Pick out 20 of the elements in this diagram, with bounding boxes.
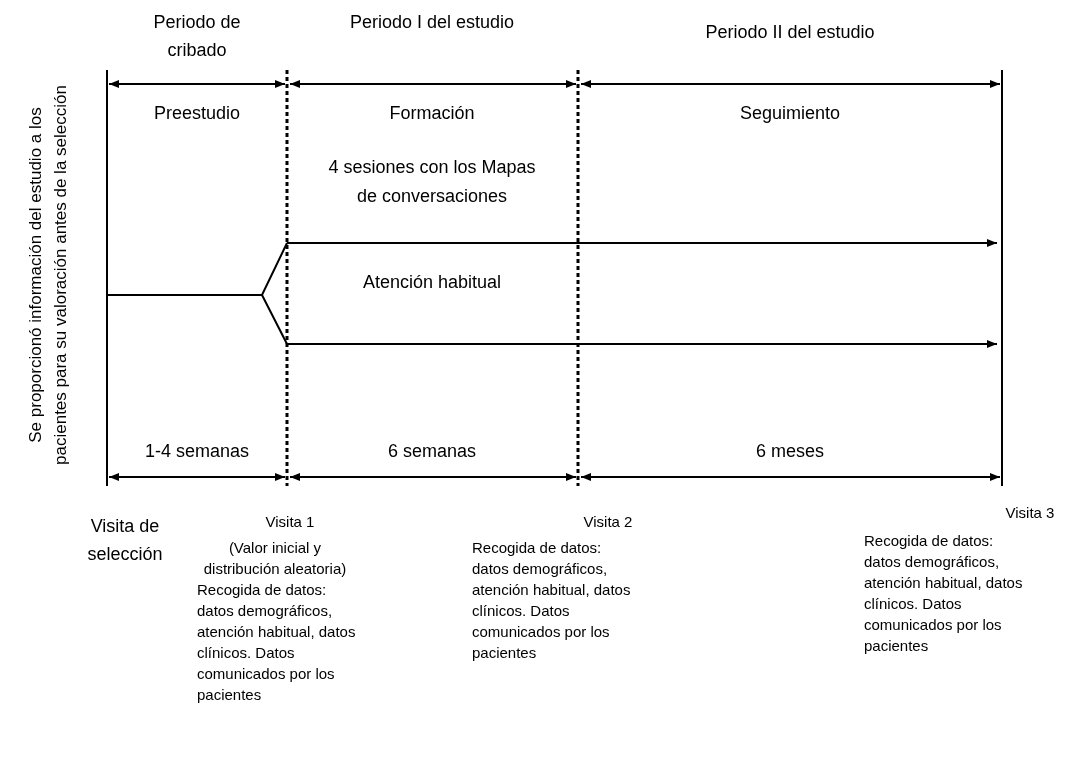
visit-label: Visita 3: [1004, 503, 1056, 523]
arm-label: 4 sesiones con los Mapas de conversaciones: [327, 156, 537, 208]
vertical-note: Se proporcionó información del estudio a los pacientes para su valoración antes de la selección: [25, 84, 71, 467]
visit-note: (Valor inicial y distribución aleatoria): [202, 538, 348, 579]
duration-label: 6 meses: [755, 440, 825, 463]
data-collection-note: Recogida de datos: datos demográficos, atención habitual, datos clínicos. Datos comunicados por los pacientes: [472, 538, 632, 663]
visit-label: Visita 1: [264, 512, 316, 532]
period-heading: Periodo II del estudio: [704, 21, 876, 44]
period-heading: Periodo I del estudio: [348, 11, 516, 34]
visit-label: Visita 2: [582, 512, 634, 532]
duration-label: 1-4 semanas: [143, 440, 251, 463]
phase-label: Seguimiento: [738, 102, 842, 125]
phase-label: Preestudio: [152, 102, 242, 125]
visit-label: Visita de selección: [86, 515, 164, 566]
period-heading: Periodo de cribado: [152, 11, 242, 62]
duration-label: 6 semanas: [386, 440, 478, 463]
data-collection-note: Recogida de datos: datos demográficos, atención habitual, datos clínicos. Datos comunicados por los pacientes: [864, 531, 1024, 656]
arm-label: Atención habitual: [361, 271, 503, 294]
data-collection-note: Recogida de datos: datos demográficos, atención habitual, datos clínicos. Datos comunicados por los pacientes: [197, 580, 357, 705]
phase-label: Formación: [388, 102, 476, 125]
